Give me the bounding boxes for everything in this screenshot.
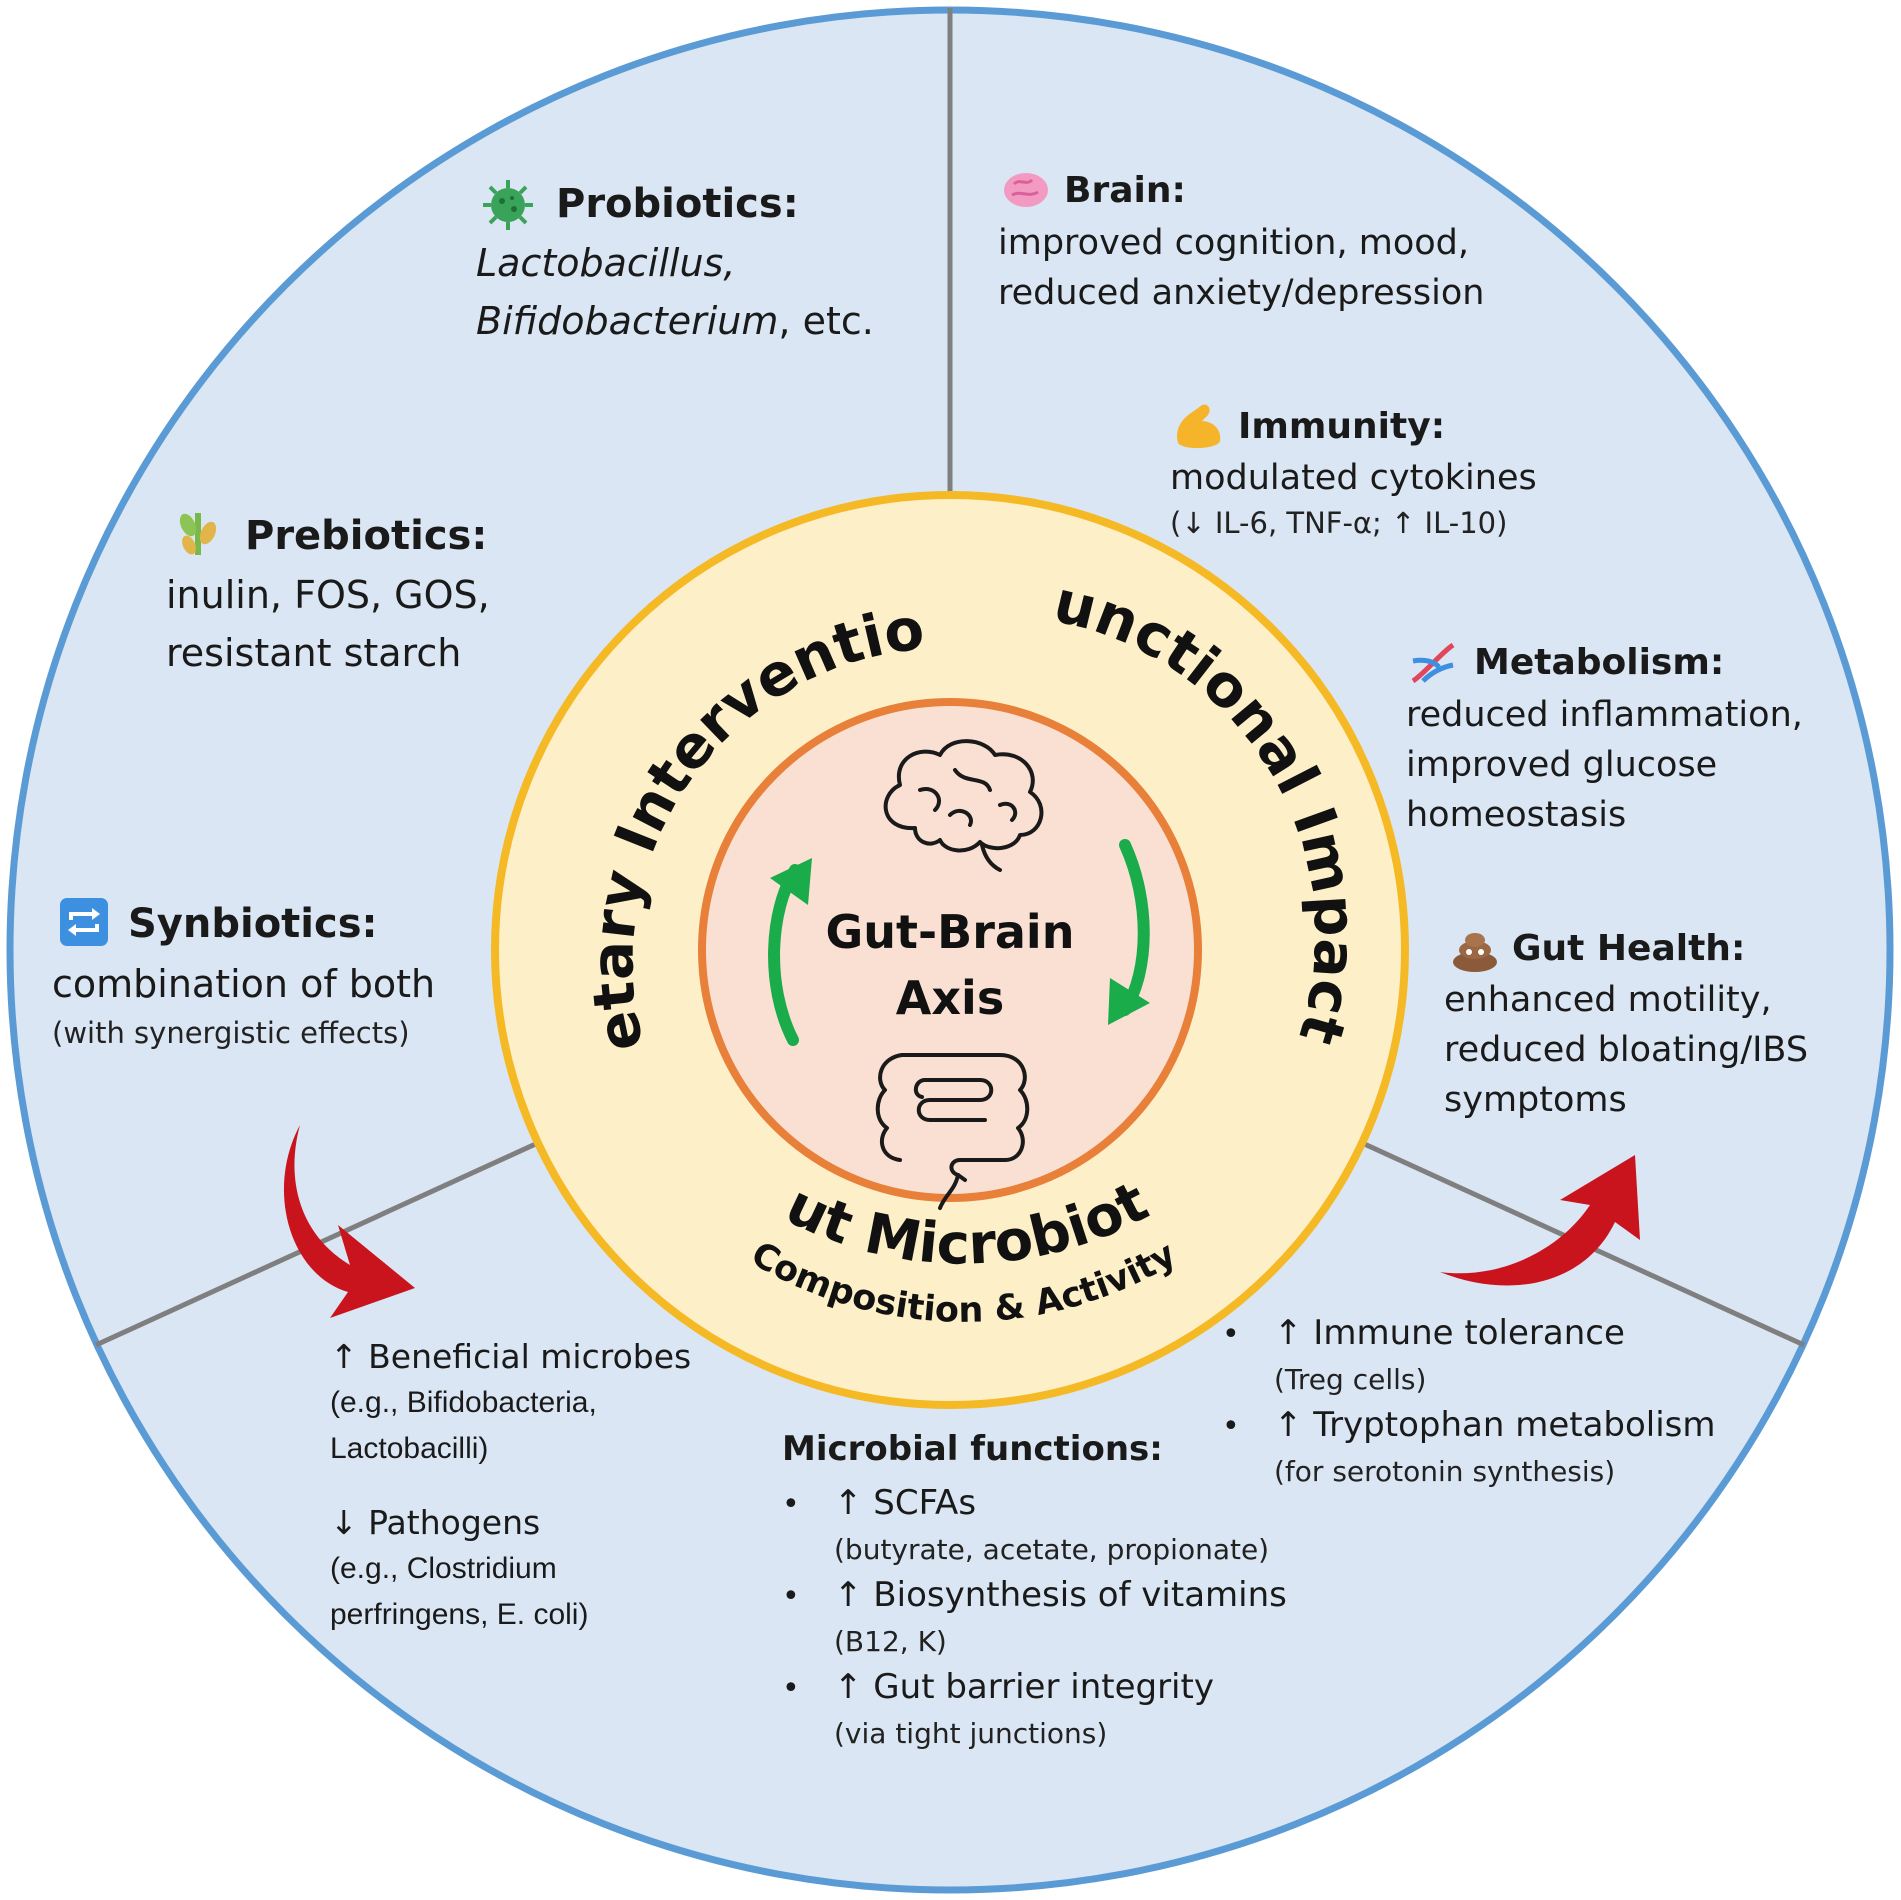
probiotics-line2-rest: , etc. [778,299,874,343]
microbe-icon [483,180,533,230]
synbiotics-title: Synbiotics [128,901,362,947]
brain-outline-icon [883,739,1044,872]
list-item: •↑ SCFAs [782,1483,977,1523]
repeat-icon [60,898,108,946]
immunity-line1: modulated cytokines [1170,458,1537,498]
list-item: •↑ Immune tolerance [1222,1313,1625,1353]
probiotics-text: Lactobacillus, Bifidobacterium, etc. [476,234,874,350]
center-title-line1: Gut-Brain [826,905,1075,959]
metabolism-title: Metabolism [1474,642,1710,683]
flexed-arm-icon [1177,404,1221,449]
brain-title: Brain [1064,170,1172,211]
prebiotics-title: Prebiotics [245,513,472,559]
prebiotics-block: Prebiotics: [245,513,488,559]
synbiotics-note: (with synergistic effects) [52,1016,410,1050]
immunity-title: Immunity [1238,406,1431,447]
synbiotics-text: combination of both (with synergistic ef… [52,955,435,1053]
gut-health-line2: reduced bloating/IBS [1444,1030,1809,1070]
metabolism-line2: improved glucose [1406,745,1718,785]
immune-items: •↑ Immune tolerance (Treg cells) •↑ Tryp… [1222,1310,1716,1494]
prebiotics-line1: inulin, FOS, GOS, [166,573,490,617]
microbial-functions-title: Microbial functions: [782,1429,1163,1469]
metabolism-text: reduced inflammation, improved glucose h… [1406,690,1803,840]
cycle-arrow-down-icon [1108,839,1150,1025]
gut-health-line3: symptoms [1444,1080,1627,1120]
metabolism-line1: reduced inflammation, [1406,695,1803,735]
intestine-icon [875,1053,1030,1210]
curved-arrow-right-icon [1440,1155,1640,1286]
probiotics-block: Probiotics: [556,181,799,227]
immunity-text: modulated cytokines (↓ IL-6, TNF-α; ↑ IL… [1170,453,1537,543]
dna-icon [1411,642,1455,684]
list-item: •↑ Biosynthesis of vitamins [782,1575,1287,1615]
gut-health-block: Gut Health: [1512,928,1746,969]
brain-text: improved cognition, mood, reduced anxiet… [998,218,1484,318]
brain-icon [1004,173,1048,207]
beneficial-eg1: (e.g., Bifidobacteria, [330,1386,597,1419]
brain-line1: improved cognition, mood, [998,223,1469,263]
metabolism-line3: homeostasis [1406,795,1627,835]
microbe-changes: ↑ Beneficial microbes (e.g., Bifidobacte… [330,1334,691,1638]
brain-line2: reduced anxiety/depression [998,273,1485,313]
gut-health-title: Gut Health [1512,928,1731,969]
list-item: •↑ Gut barrier integrity [782,1667,1214,1707]
center-title-line2: Axis [896,971,1004,1025]
list-item-sub: (for serotonin synthesis) [1274,1455,1616,1488]
list-item-sub: (via tight junctions) [834,1717,1108,1750]
pathogens-eg1: (e.g., Clostridium [330,1552,557,1585]
probiotics-line2-italic: Bifidobacterium [476,299,779,343]
synbiotics-line1: combination of both [52,962,436,1006]
metabolism-block: Metabolism: [1474,642,1725,683]
list-item-sub: (Treg cells) [1274,1363,1427,1396]
pathogens-eg2: perfringens, E. coli) [330,1598,589,1631]
microbial-functions: Microbial functions: •↑ SCFAs (butyrate,… [782,1426,1287,1756]
synbiotics-block: Synbiotics: [128,901,378,947]
list-item: •↑ Tryptophan metabolism [1222,1405,1716,1445]
poop-icon [1453,933,1497,972]
plant-icon [179,513,217,555]
probiotics-line1: Lactobacillus, [476,241,736,285]
gut-health-line1: enhanced motility, [1444,980,1772,1020]
immunity-block: Immunity: [1238,406,1446,447]
gut-health-text: enhanced motility, reduced bloating/IBS … [1444,975,1808,1125]
brain-block: Brain: [1064,170,1186,211]
prebiotics-text: inulin, FOS, GOS, resistant starch [166,566,490,682]
list-item-sub: (butyrate, acetate, propionate) [834,1533,1270,1566]
beneficial-eg2: Lactobacilli) [330,1432,489,1465]
immunity-note: (↓ IL-6, TNF-α; ↑ IL-10) [1170,506,1508,540]
curved-arrow-left-icon [283,1125,415,1318]
probiotics-title: Probiotics [556,181,783,227]
beneficial-microbes: ↑ Beneficial microbes [330,1337,692,1376]
cycle-arrow-up-icon [768,858,812,1046]
prebiotics-line2: resistant starch [166,631,462,675]
list-item-sub: (B12, K) [834,1625,947,1658]
core-circle [698,698,1202,1202]
pathogens: ↓ Pathogens [330,1503,541,1542]
